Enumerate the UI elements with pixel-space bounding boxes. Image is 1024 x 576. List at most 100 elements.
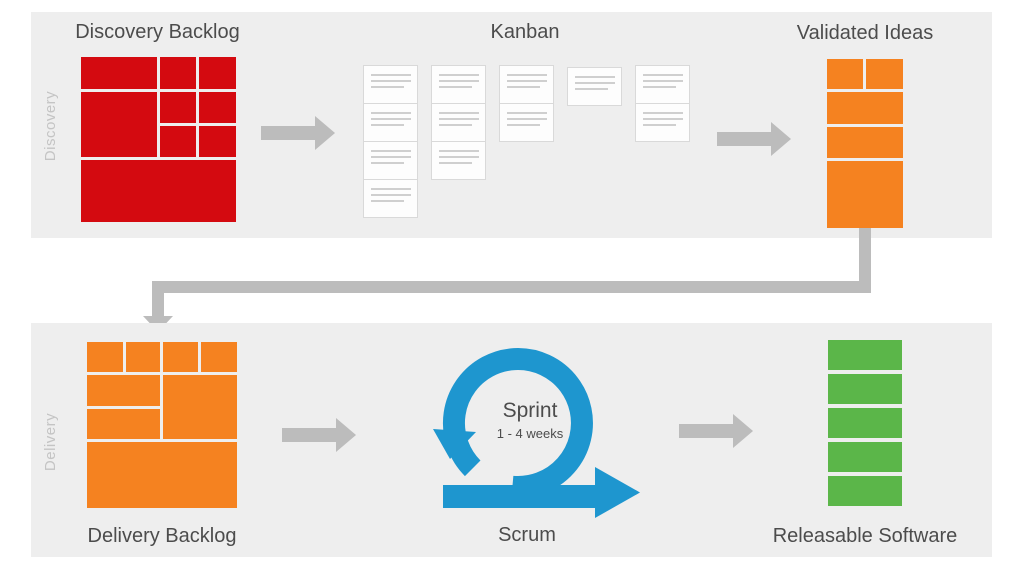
- treemap-cell: [81, 57, 157, 89]
- stack-cell: [827, 59, 863, 89]
- treemap-cell: [87, 375, 160, 406]
- treemap-cell: [81, 160, 236, 222]
- treemap-cell: [160, 126, 196, 157]
- releasable-software-title: Releasable Software: [772, 525, 958, 547]
- stack-cell: [828, 442, 902, 472]
- card-text-line: [507, 86, 540, 88]
- kanban-card: [635, 65, 690, 104]
- stack-cell: [828, 476, 902, 506]
- card-text-line: [643, 74, 683, 76]
- card-text-line: [643, 112, 683, 114]
- kanban-card: [635, 103, 690, 142]
- validated-ideas-title: Validated Ideas: [796, 22, 934, 44]
- card-text-line: [575, 76, 615, 78]
- card-text-line: [507, 124, 540, 126]
- kanban-card: [363, 179, 418, 218]
- treemap-cell: [163, 342, 198, 372]
- card-text-line: [643, 86, 676, 88]
- stack-cell: [828, 374, 902, 404]
- card-text-line: [575, 82, 615, 84]
- card-text-line: [371, 156, 411, 158]
- treemap-cell: [87, 409, 160, 439]
- connector-vertical-left: [152, 281, 164, 317]
- treemap-cell: [126, 342, 160, 372]
- card-text-line: [575, 88, 608, 90]
- card-text-line: [371, 74, 411, 76]
- kanban-title: Kanban: [490, 21, 560, 43]
- kanban-column: [567, 67, 622, 218]
- card-text-line: [439, 112, 479, 114]
- card-text-line: [439, 150, 479, 152]
- card-text-line: [371, 112, 411, 114]
- delivery-backlog-treemap: [87, 342, 237, 508]
- card-text-line: [371, 162, 404, 164]
- card-text-line: [371, 200, 404, 202]
- card-text-line: [371, 124, 404, 126]
- scrum-title: Scrum: [498, 524, 556, 546]
- kanban-card: [431, 65, 486, 104]
- kanban-card: [499, 65, 554, 104]
- flow-arrow-backlog-to-scrum: [282, 418, 356, 452]
- card-text-line: [439, 124, 472, 126]
- treemap-cell: [199, 92, 236, 123]
- card-text-line: [439, 74, 479, 76]
- kanban-card: [363, 141, 418, 180]
- flow-arrow-scrum-to-release: [679, 414, 753, 448]
- delivery-track-label: Delivery: [42, 412, 59, 472]
- kanban-column: [431, 65, 486, 218]
- treemap-cell: [199, 57, 236, 89]
- validated-ideas-stack: [827, 59, 903, 228]
- stack-cell: [828, 340, 902, 370]
- sprint-label: Sprint: [502, 399, 558, 422]
- flow-arrow-discovery-to-kanban: [261, 116, 335, 150]
- discovery-backlog-treemap: [81, 57, 236, 222]
- card-text-line: [439, 162, 472, 164]
- card-text-line: [439, 156, 479, 158]
- card-text-line: [507, 118, 547, 120]
- kanban-card: [363, 103, 418, 142]
- kanban-column: [363, 65, 418, 218]
- card-text-line: [371, 118, 411, 120]
- stack-cell: [827, 92, 903, 124]
- kanban-card: [431, 103, 486, 142]
- treemap-cell: [163, 375, 237, 439]
- card-text-line: [371, 188, 411, 190]
- card-text-line: [507, 80, 547, 82]
- card-text-line: [439, 118, 479, 120]
- treemap-cell: [201, 342, 237, 372]
- kanban-column: [635, 65, 690, 218]
- kanban-card: [567, 67, 622, 106]
- card-text-line: [371, 194, 411, 196]
- card-text-line: [371, 80, 411, 82]
- card-text-line: [439, 80, 479, 82]
- treemap-cell: [160, 57, 196, 89]
- discovery-backlog-title: Discovery Backlog: [75, 21, 240, 43]
- delivery-backlog-title: Delivery Backlog: [87, 525, 237, 547]
- releasable-software-stack: [828, 340, 902, 506]
- card-text-line: [507, 112, 547, 114]
- kanban-column: [499, 65, 554, 218]
- kanban-board: [363, 65, 690, 218]
- kanban-card: [499, 103, 554, 142]
- card-text-line: [643, 80, 683, 82]
- discovery-track-label: Discovery: [42, 90, 59, 162]
- card-text-line: [371, 150, 411, 152]
- treemap-cell: [81, 92, 157, 157]
- stack-cell: [827, 127, 903, 158]
- connector-vertical-right: [859, 228, 871, 293]
- card-text-line: [507, 74, 547, 76]
- kanban-card: [363, 65, 418, 104]
- treemap-cell: [160, 92, 196, 123]
- sprint-duration-label: 1 - 4 weeks: [496, 426, 564, 441]
- scrum-sprint-loop-icon: [433, 348, 640, 518]
- flow-arrow-kanban-to-validated: [717, 122, 791, 156]
- card-text-line: [643, 118, 683, 120]
- stack-cell: [828, 408, 902, 438]
- treemap-cell: [199, 126, 236, 157]
- card-text-line: [643, 124, 676, 126]
- stack-cell: [866, 59, 903, 89]
- treemap-cell: [87, 342, 123, 372]
- kanban-card: [431, 141, 486, 180]
- card-text-line: [439, 86, 472, 88]
- card-text-line: [371, 86, 404, 88]
